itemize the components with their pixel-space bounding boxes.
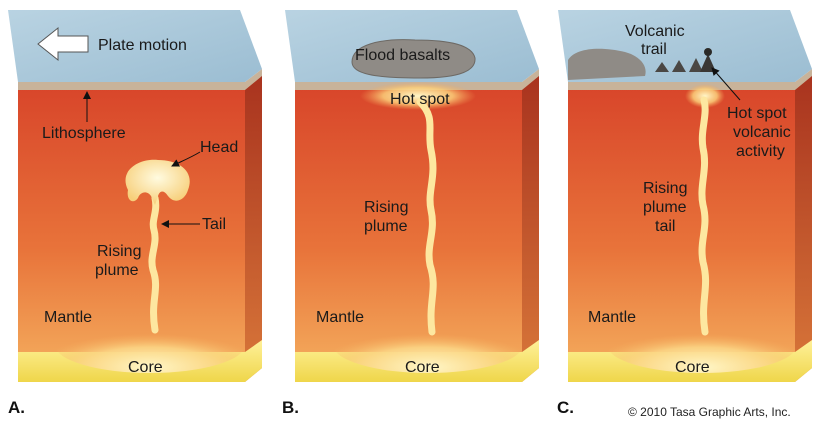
lithosphere-band [18,69,262,90]
hot-spot-glow [360,82,476,110]
rising-plume-label-line1: Rising [97,243,141,260]
rising-plume-label-line1: Rising [364,199,408,216]
panel-letter: A. [8,398,25,417]
rising-plume-tail-label-line1: Rising [643,180,687,197]
plate-motion-arrow-icon [37,26,89,62]
volcanic-trail-label-line2: trail [641,41,667,58]
mantle-label: Mantle [316,309,364,326]
flood-basalt-mound [351,39,476,79]
panel-a: Plate motion Lithosphere Head Tail Risin… [8,10,262,417]
old-basalt-remnant [568,48,646,80]
rising-plume-label-line2: plume [364,218,408,235]
eruption-puff [704,48,712,56]
rising-plume-label-line2: plume [95,262,139,279]
panel-letter: C. [557,398,574,417]
hot-spot-activity-pointer [711,67,741,101]
plume-head [125,159,190,205]
mantle-block-side [522,72,539,382]
plate-motion-label: Plate motion [98,37,187,54]
ocean-surface [8,10,262,82]
hot-spot-label: Hot spot [390,91,450,108]
volcanic-trail [655,58,703,72]
head-pointer [171,151,201,167]
mantle-label: Mantle [44,309,92,326]
panel-letter: B. [282,398,299,417]
core-label: Core [675,359,710,376]
mantle-block-front [568,85,795,382]
hot-spot-activity-label-line1: Hot spot [727,105,787,122]
hot-spot-activity-label-line3: activity [736,143,785,160]
plume-base [607,317,797,373]
plume-tail [698,96,710,336]
panel-b: Flood basalts Hot spot Rising plume Mant… [282,10,539,417]
plume-base [55,317,245,373]
lithosphere-label: Lithosphere [42,125,126,142]
mantle-label: Mantle [588,309,636,326]
core-label: Core [405,359,440,376]
lithosphere-band [568,69,812,90]
mantle-block-side [245,72,262,382]
lithosphere-band [295,69,539,90]
plume-tail [148,194,160,334]
plume-base [333,317,523,373]
flood-basalts-label: Flood basalts [355,47,450,64]
tail-label: Tail [202,216,226,233]
mantle-block-front [295,85,522,382]
core-label: Core [128,359,163,376]
panel-c: Volcanic trail Hot spot volcanic activit… [557,10,812,417]
mantle-block-front [18,85,245,382]
volcanic-trail-label-line1: Volcanic [625,23,685,40]
plume-tail [416,98,437,336]
copyright-notice: © 2010 Tasa Graphic Arts, Inc. [628,405,791,419]
rising-plume-tail-label-line3: tail [655,218,675,235]
head-label: Head [200,139,238,156]
hot-spot-activity-label-line2: volcanic [733,124,791,141]
mantle-block-side [795,72,812,382]
rising-plume-tail-label-line2: plume [643,199,687,216]
hot-spot-glow [685,84,725,108]
